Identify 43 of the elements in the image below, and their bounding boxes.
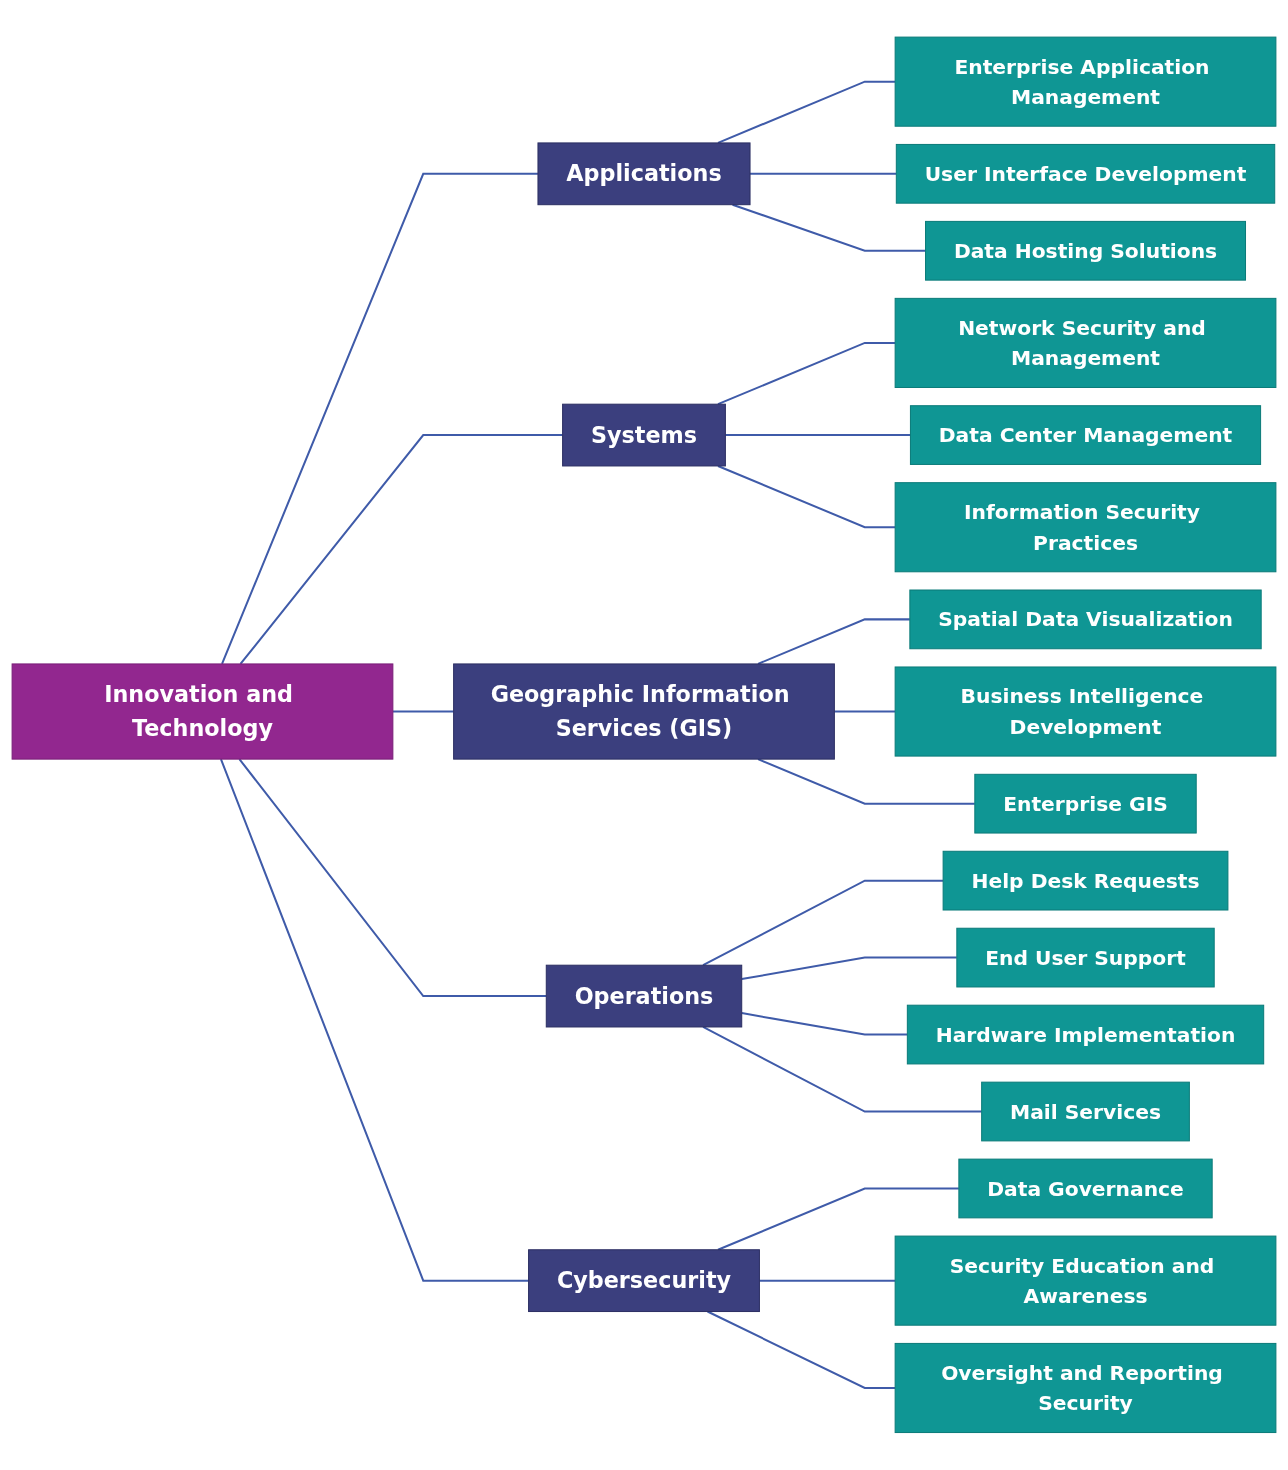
node-box: User Interface Development [895,144,1276,204]
connector [717,465,896,529]
node-box: End User Support [956,927,1215,988]
node-box: Enterprise GIS [974,774,1197,834]
node-box: Systems [562,403,726,467]
connector [239,434,563,665]
connector [725,434,911,437]
node-box: Data Governance [958,1158,1213,1219]
connector [221,172,538,665]
node-box: Spatial Data Visualization [909,589,1262,650]
connector [732,203,926,252]
node-box: Hardware Implementation [906,1004,1265,1065]
node-box: Security Education and Awareness [894,1235,1277,1326]
node-box: Data Center Management [909,405,1262,466]
connector [759,1279,896,1282]
connector [717,80,896,145]
connector [741,956,957,981]
connector [392,710,454,713]
connector [702,1026,982,1113]
connector [717,1187,959,1251]
node-box: Oversight and Reporting Security [894,1343,1277,1434]
node-box: Data Hosting Solutions [925,221,1246,281]
node-box: Applications [537,142,751,206]
connector [707,1310,896,1390]
node-box: Business Intelligence Development [894,666,1277,757]
connector [702,879,944,967]
connector [717,342,896,406]
node-box: Innovation and Technology [11,663,394,760]
node-box: Information Security Practices [894,482,1277,573]
node-box: Mail Services [981,1081,1190,1142]
connector [238,758,547,998]
node-box: Help Desk Requests [942,850,1229,911]
connector [757,618,910,666]
node-box: Operations [545,964,743,1028]
node-box: Network Security and Management [894,298,1277,389]
node-box: Geographic Information Services (GIS) [453,663,835,760]
connector [220,758,529,1282]
node-box: Cybersecurity [528,1249,760,1313]
connector [757,758,975,805]
connector [750,172,897,175]
connector [741,1012,908,1036]
connector [834,710,896,713]
node-box: Enterprise Application Management [894,36,1277,127]
